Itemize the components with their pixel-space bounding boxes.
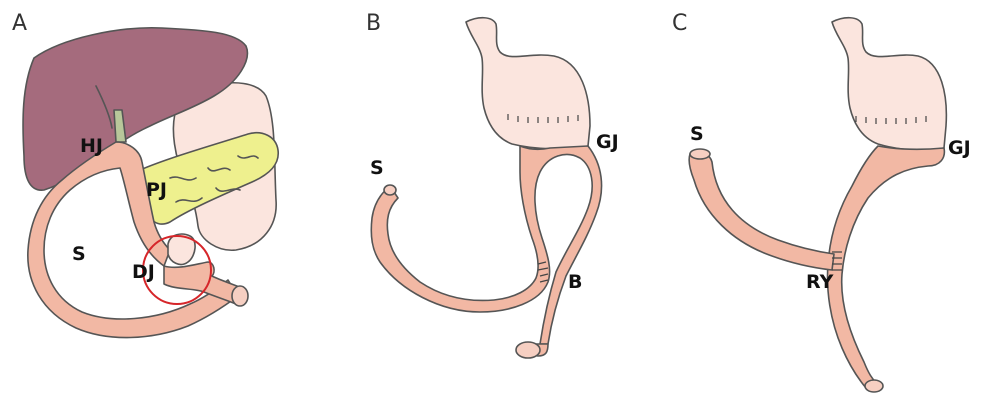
panel-c: C S GJ RY [672, 11, 971, 392]
panel-b-afferent-lumen [384, 185, 396, 195]
panel-a: A HJ PJ S DJ [12, 11, 278, 338]
panel-a-jejunum-lumen [232, 286, 248, 306]
panel-a-letter: A [12, 11, 27, 36]
panel-b-label-b: B [568, 271, 582, 293]
panel-c-biliary-lumen [690, 149, 710, 159]
panel-b-bowel-loop [371, 146, 601, 344]
panel-c-letter: C [672, 11, 687, 36]
panel-b-label-gj: GJ [596, 131, 619, 153]
panel-c-roux-limb [828, 146, 945, 388]
panel-c-label-ry: RY [806, 271, 834, 293]
panel-a-label-dj: DJ [132, 261, 155, 283]
panel-b-jejunum-lumen [516, 342, 540, 358]
panel-c-biliary-limb [689, 152, 834, 270]
panel-c-label-gj: GJ [948, 137, 971, 159]
panel-a-label-pj: PJ [146, 179, 167, 201]
panel-b-label-s: S [370, 157, 384, 179]
panel-c-jejunum-lumen [865, 380, 883, 392]
panel-a-label-hj: HJ [80, 135, 103, 157]
panel-c-stomach-shape [832, 18, 946, 150]
panel-a-label-s: S [72, 243, 86, 265]
panel-b-stomach-shape [466, 18, 590, 149]
panel-b-letter: B [366, 11, 381, 36]
panel-b: B GJ S B [366, 11, 619, 358]
panel-c-label-s: S [690, 123, 704, 145]
